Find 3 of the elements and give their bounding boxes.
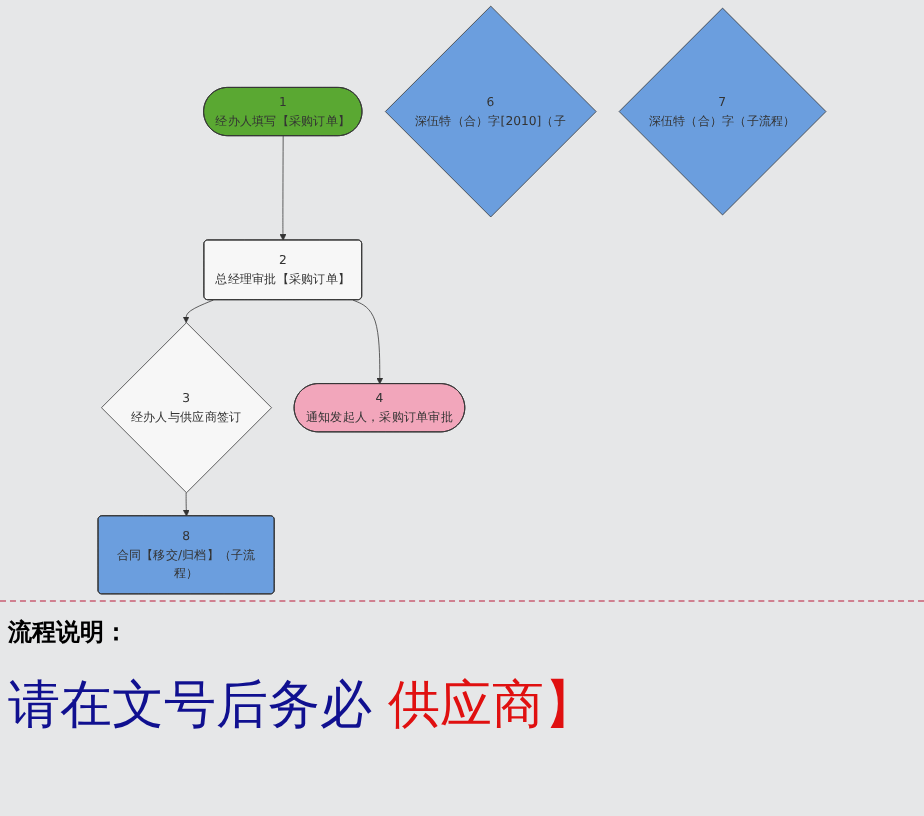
section-heading: 流程说明： (8, 616, 128, 650)
note-text: 供应商】 (388, 674, 596, 740)
note-text: 请在文号后务必 (8, 674, 372, 740)
